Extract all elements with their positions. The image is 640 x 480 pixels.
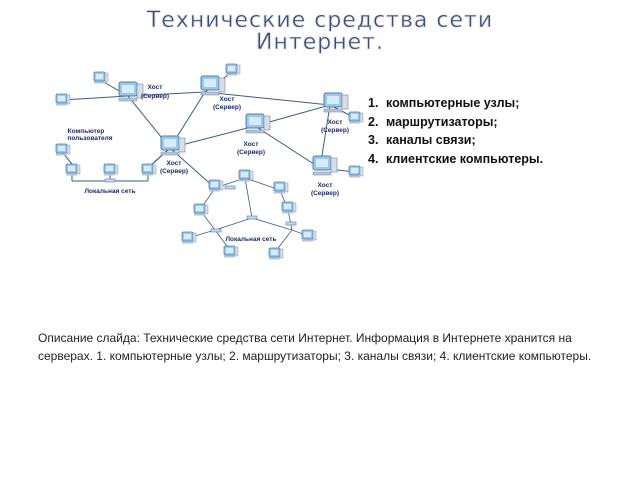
- network-diagram: Хост (Сервер) Хост (Сервер) Хост (Сервер…: [55, 63, 364, 260]
- list-item-text: каналы связи;: [386, 133, 476, 147]
- slide-image: Технические средства сети Интернет.: [55, 8, 543, 260]
- list-item-text: клиентские компьютеры.: [386, 151, 544, 166]
- router: [104, 178, 116, 183]
- list-item-text: компьютерные узлы;: [386, 96, 520, 110]
- client-computer: [65, 163, 81, 176]
- host-label-5: Хост: [167, 160, 182, 167]
- client-computer: [281, 201, 297, 214]
- slide-title-line-1: Технические средства сети: [146, 8, 494, 33]
- host-label-4-role: (Сервер): [237, 149, 265, 156]
- client-computer: [238, 169, 254, 182]
- list-item: 4. клиентские компьютеры.: [368, 150, 543, 169]
- client-computer: [93, 71, 109, 84]
- client-computer: [55, 93, 71, 106]
- client-computer: [181, 231, 197, 244]
- list-item: 3. каналы связи;: [368, 131, 543, 150]
- router: [246, 215, 258, 220]
- router: [210, 228, 222, 233]
- left-lan-links: [61, 147, 171, 182]
- routers: [104, 178, 297, 233]
- client-computer: [273, 181, 289, 194]
- list-item: 1. компьютерные узлы;: [368, 94, 543, 113]
- list-item: 2. маршрутизаторы;: [368, 113, 543, 132]
- host-label-2-role: (Сервер): [213, 104, 241, 111]
- host-server-3: [323, 92, 349, 113]
- host-label-4: Хост: [244, 141, 259, 148]
- host-label-3-role: (Сервер): [321, 127, 349, 134]
- host-server-2: [200, 75, 226, 96]
- client-computer: [301, 229, 317, 242]
- host-label-1-role: (Сервер): [141, 93, 169, 100]
- user-pc-label-2: пользователя: [67, 135, 112, 142]
- router: [285, 221, 297, 226]
- host-label-6: Хост: [318, 182, 333, 189]
- host-server-5: [160, 135, 186, 156]
- list-item-number: 3.: [368, 133, 379, 147]
- host-server-4: [245, 113, 271, 134]
- list-item-number: 2.: [368, 114, 379, 129]
- slide-title-line-2: Интернет.: [256, 30, 384, 55]
- slide-description: Описание слайда: Технические средства се…: [38, 331, 592, 363]
- client-computer: [348, 165, 364, 178]
- host-label-2: Хост: [220, 96, 235, 103]
- lan-label-left: Локальная сеть: [85, 188, 136, 195]
- client-computer: [141, 163, 157, 176]
- host-server-6: [312, 155, 338, 176]
- client-computer: [193, 203, 209, 216]
- host-label-6-role: (Сервер): [311, 190, 339, 197]
- host-server-1: [118, 81, 144, 102]
- client-computer: [103, 163, 119, 176]
- host-label-3: Хост: [328, 119, 343, 126]
- host-label-5-role: (Сервер): [160, 168, 188, 175]
- client-computer: [348, 111, 364, 124]
- client-computer: [268, 247, 284, 260]
- list-item-text: маршрутизаторы;: [386, 114, 498, 129]
- component-list: 1. компьютерные узлы; 2. маршрутизаторы; 3…: [368, 94, 543, 168]
- host-label-1: Хост: [148, 84, 163, 91]
- user-computer: [55, 143, 71, 156]
- router: [224, 185, 236, 190]
- list-item-number: 4.: [368, 151, 379, 166]
- user-pc-label: Компьютер: [68, 128, 105, 135]
- slide-title: Технические средства сети Интернет.: [100, 8, 540, 55]
- client-computer: [223, 245, 239, 258]
- client-computer: [225, 63, 241, 76]
- list-item-number: 1.: [368, 96, 379, 110]
- client-computer: [208, 179, 224, 192]
- lan-label-bottom: Локальная сеть: [226, 236, 277, 243]
